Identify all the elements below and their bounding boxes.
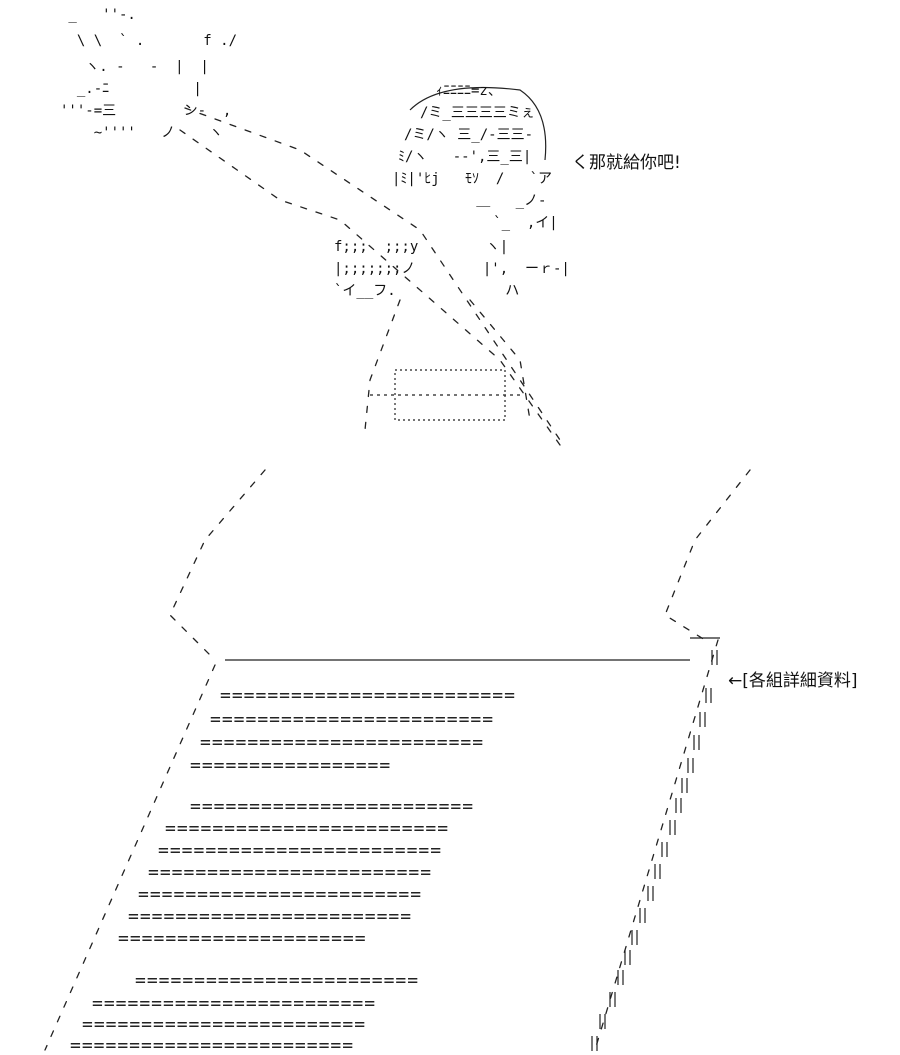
art-face-line: /ミ/ヽ 三_/-三三-	[404, 127, 534, 143]
table-row: =====================	[118, 928, 367, 949]
table-row: ========================	[165, 818, 450, 839]
art-face-line: ｨﾆﾆﾆﾆ=z、	[436, 83, 502, 99]
art-hand-line: \ \ ` . f ./	[60, 33, 238, 49]
art-hand-line: ヽ. - - | |	[60, 59, 209, 75]
art-face-line: ＿ _ノ-	[392, 193, 547, 209]
art-face-line: `イ__フ. ハ	[334, 283, 520, 299]
table-row: ========================	[128, 906, 413, 927]
art-hand-line: '''-=三 ン- ,	[60, 103, 232, 119]
art-face-line: f;;; ;;;y ヽ|	[334, 239, 509, 255]
table-row: ========================	[135, 970, 420, 991]
table-row: =========================	[220, 685, 516, 706]
table-row: ========================	[158, 840, 443, 861]
speech-text: く那就給你吧!	[572, 153, 681, 173]
details-annotation: ←[各組詳細資料]	[728, 671, 858, 691]
table-row: ========================	[92, 993, 377, 1014]
table-row: ========================	[82, 1014, 367, 1035]
table-row: ========================	[210, 709, 495, 730]
table-row: ========================	[70, 1035, 355, 1055]
table-row: ========================	[190, 796, 475, 817]
art-hand-line: _.-ﾆ |	[60, 81, 202, 97]
art-face-line: |ﾐ|'ﾋj ﾓｿ / `ア	[392, 171, 553, 187]
table-row: =================	[190, 755, 392, 776]
art-hand-line: _ ''-.	[60, 7, 136, 23]
art-hand-line: ~'''' ノ ヽ	[60, 125, 223, 141]
table-row: ========================	[200, 732, 485, 753]
table-row: ========================	[138, 884, 423, 905]
table-row: ========================	[148, 862, 433, 883]
art-face-line: |;;;;;;;ノ |', ーｒ‐|	[334, 261, 570, 277]
art-face-line: ﾐ/ヽ -‐',三_三|	[398, 149, 532, 165]
art-face-line: /ミ_三三三三ミぇ	[420, 105, 535, 121]
art-face-line: `_ ,イ|	[392, 215, 558, 231]
